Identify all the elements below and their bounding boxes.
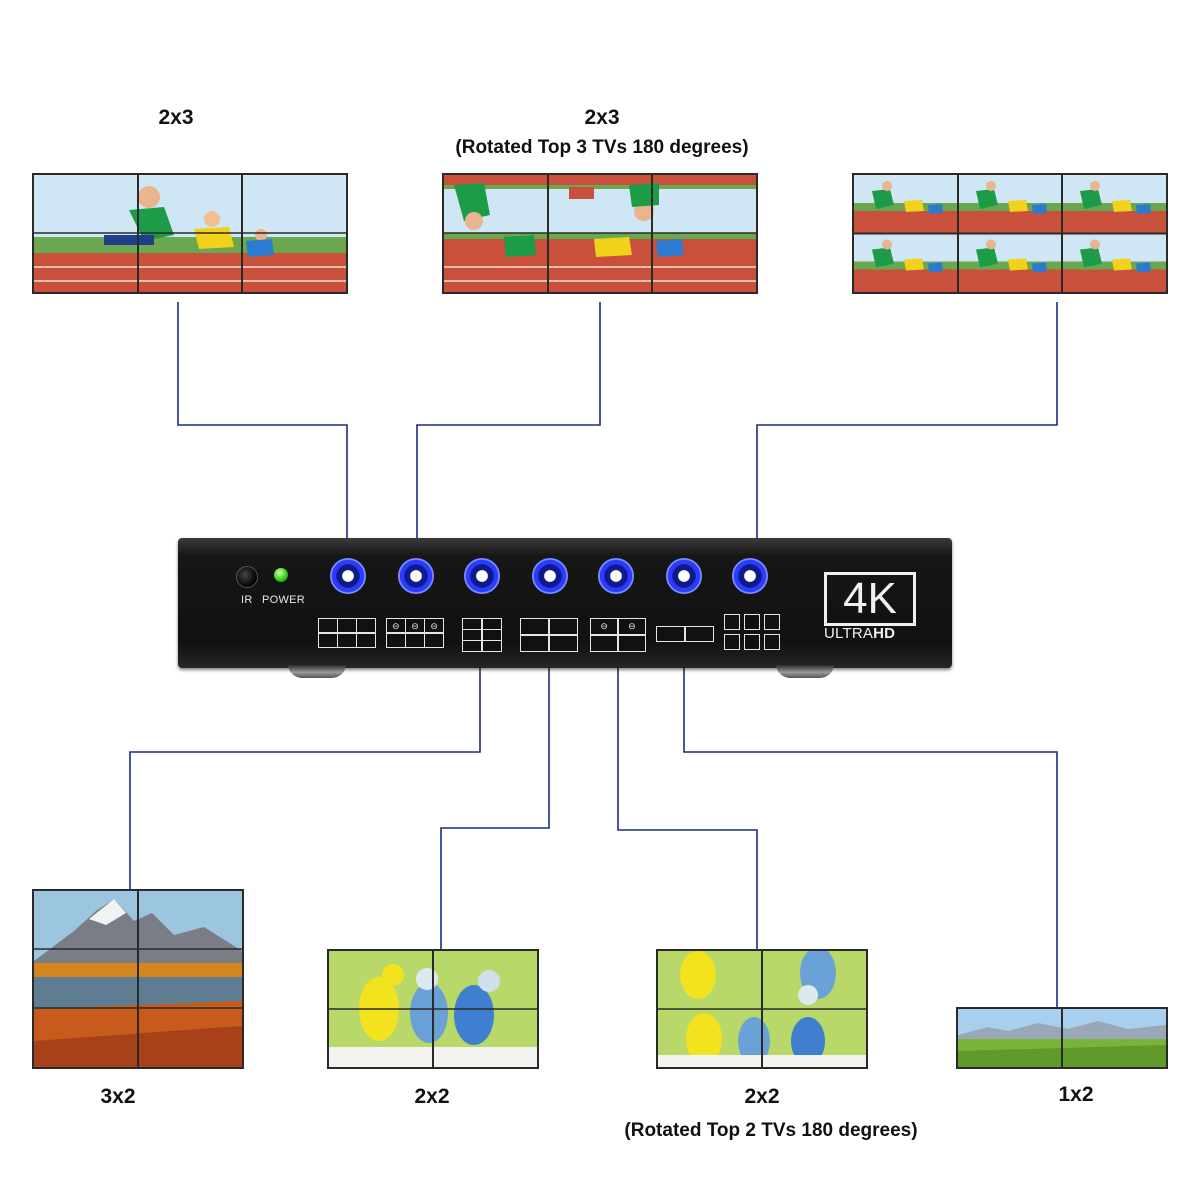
mode-icon-2x2-rotated (590, 618, 646, 652)
device-foot-left (288, 664, 346, 678)
layout-label-2x3-rotated: 2x3 (584, 106, 620, 129)
split-tile (1062, 233, 1166, 292)
split-tile (958, 175, 1062, 234)
device-foot-right (776, 664, 834, 678)
layout-label-2x2: 2x2 (414, 1085, 450, 1108)
video-wall-2x2 (327, 949, 539, 1069)
power-led-icon (274, 568, 288, 582)
layout-label-2x3: 2x3 (158, 106, 194, 129)
layout-subtitle-rotated-top2: (Rotated Top 2 TVs 180 degrees) (624, 1120, 918, 1141)
connection-line-2 (416, 302, 601, 556)
mode-button-3[interactable] (464, 558, 500, 594)
video-wall-controller: IR POWER 4K ULTRAHD (178, 538, 952, 668)
split-tile (958, 233, 1062, 292)
ir-label: IR (241, 594, 253, 606)
video-wall-1x2 (956, 1007, 1168, 1069)
connection-line-1 (177, 302, 348, 556)
mode-button-5[interactable] (598, 558, 634, 594)
mode-button-7[interactable] (732, 558, 768, 594)
mode-button-6[interactable] (666, 558, 702, 594)
video-wall-2x3-rotated (442, 173, 758, 294)
layout-subtitle-rotated-top3: (Rotated Top 3 TVs 180 degrees) (455, 137, 749, 158)
mode-icon-1x2 (656, 626, 714, 642)
ir-sensor (236, 566, 258, 588)
split-tile (1062, 175, 1166, 234)
video-wall-2x2-rotated (656, 949, 868, 1069)
split-tile (854, 233, 958, 292)
mode-icon-2x3-rotated (386, 618, 444, 648)
connection-line-5 (440, 668, 550, 949)
mode-icon-2x2 (520, 618, 578, 652)
mode-icon-split (724, 614, 780, 650)
mode-icon-2x3 (318, 618, 376, 648)
layout-label-3x2: 3x2 (100, 1085, 136, 1108)
connection-line-6 (617, 668, 758, 949)
power-label: POWER (262, 594, 306, 606)
logo-ultrahd: ULTRAHD (824, 625, 896, 642)
video-wall-2x3-split (852, 173, 1168, 294)
video-wall-3x2 (32, 889, 244, 1069)
mode-icon-3x2 (462, 618, 502, 652)
connection-line-3 (756, 302, 1058, 556)
mode-button-2[interactable] (398, 558, 434, 594)
split-tile (854, 175, 958, 234)
layout-label-2x2-rotated: 2x2 (744, 1085, 780, 1108)
logo-4k: 4K (824, 572, 916, 626)
mode-button-4[interactable] (532, 558, 568, 594)
layout-label-1x2: 1x2 (1058, 1083, 1094, 1106)
connection-line-4 (129, 668, 481, 889)
video-wall-2x3 (32, 173, 348, 294)
mode-button-1[interactable] (330, 558, 366, 594)
